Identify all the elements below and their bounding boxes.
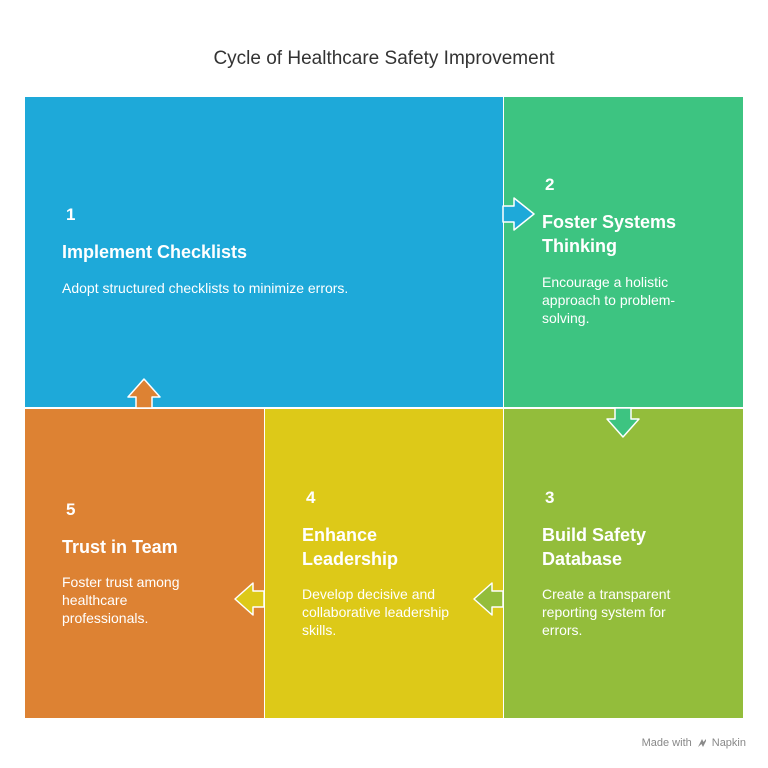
arrow-step1-to-step2-icon: [502, 197, 535, 231]
step-2-panel: 2 Foster Systems Thinking Encourage a ho…: [504, 97, 743, 407]
step-4-number: 4: [306, 488, 316, 507]
arrow-step2-to-step3-icon: [606, 407, 640, 438]
made-with-napkin[interactable]: Made with Napkin: [642, 737, 746, 749]
napkin-logo-icon: [697, 739, 706, 747]
step-4-panel: 4 Enhance Leadership Develop decisive an…: [265, 409, 503, 718]
step-3-number: 3: [545, 488, 555, 507]
step-2-description: Encourage a holistic approach to problem…: [542, 274, 676, 326]
step-5-description: Foster trust among healthcare profession…: [62, 574, 180, 626]
napkin-brand-label: Napkin: [711, 737, 746, 749]
step-5-number: 5: [66, 500, 76, 519]
step-1-number: 1: [66, 205, 76, 224]
arrow-step5-to-step1-icon: [127, 378, 161, 409]
step-3-heading: Build Safety Database: [542, 525, 647, 569]
step-2-heading: Foster Systems Thinking: [542, 212, 677, 256]
arrow-step3-to-step4-icon: [473, 582, 504, 616]
step-4-heading: Enhance Leadership: [302, 525, 399, 569]
made-with-label: Made with: [641, 737, 692, 749]
step-4-description: Develop decisive and collaborative leade…: [302, 586, 450, 638]
step-5-heading: Trust in Team: [62, 537, 178, 557]
diagram-title: Cycle of Healthcare Safety Improvement: [213, 48, 555, 69]
step-1-description: Adopt structured checklists to minimize …: [62, 280, 349, 296]
step-1-heading: Implement Checklists: [62, 242, 248, 262]
step-5-panel: 5 Trust in Team Foster trust among healt…: [25, 409, 264, 718]
arrow-step4-to-step5-icon: [234, 582, 265, 616]
step-3-panel: 3 Build Safety Database Create a transpa…: [504, 409, 743, 718]
step-3-description: Create a transparent reporting system fo…: [542, 586, 671, 638]
step-2-number: 2: [545, 175, 555, 194]
step-1-panel: 1 Implement Checklists Adopt structured …: [25, 97, 503, 407]
